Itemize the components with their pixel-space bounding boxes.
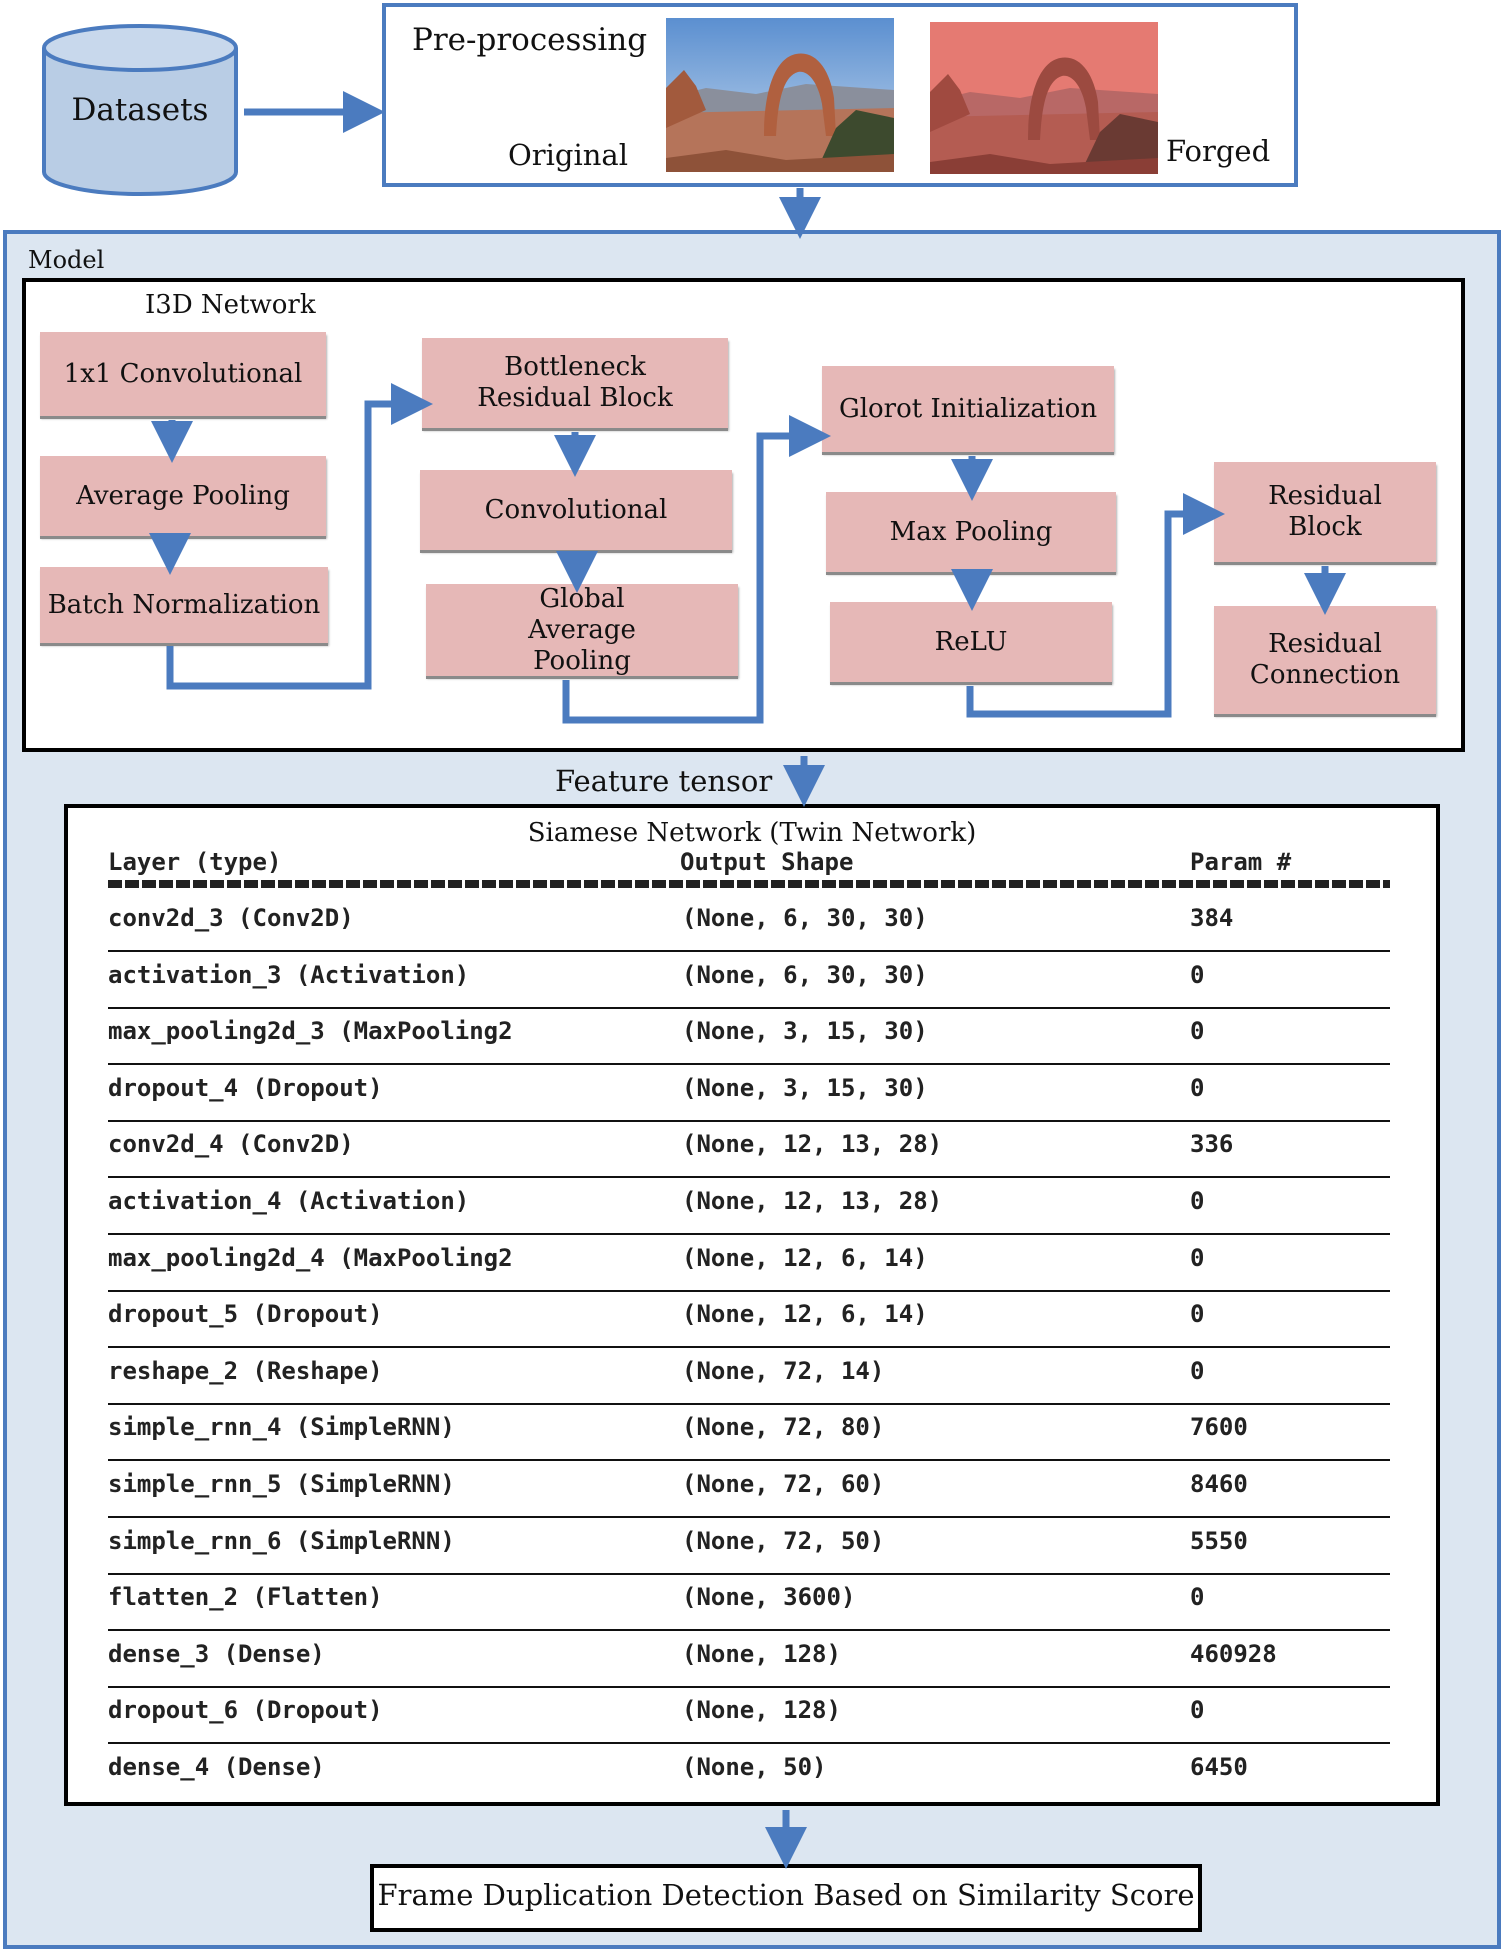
row-param: 384 xyxy=(1190,904,1234,932)
row-param: 7600 xyxy=(1190,1413,1248,1442)
original-label: Original xyxy=(508,138,628,172)
row-output-shape: (None, 3, 15, 30) xyxy=(682,1017,928,1046)
row-divider xyxy=(108,1742,1390,1745)
row-layer: simple_rnn_6 (SimpleRNN) xyxy=(108,1526,455,1555)
forged-label: Forged xyxy=(1166,134,1271,168)
row-layer: dense_3 (Dense) xyxy=(108,1639,325,1668)
siamese-network-box xyxy=(64,804,1440,1806)
row-layer: max_pooling2d_3 (MaxPooling2 xyxy=(108,1017,513,1046)
row-divider xyxy=(108,1516,1390,1518)
row-output-shape: (None, 50) xyxy=(682,1753,827,1781)
node-glorot-initialization: Glorot Initialization xyxy=(822,366,1114,452)
node-relu: ReLU xyxy=(830,602,1112,682)
row-param: 0 xyxy=(1190,1243,1205,1272)
node-1x1-convolutional: 1x1 Convolutional xyxy=(40,332,326,416)
header-param: Param # xyxy=(1190,848,1292,876)
row-divider xyxy=(108,1402,1390,1405)
row-layer: max_pooling2d_4 (MaxPooling2 xyxy=(108,1243,513,1272)
siamese-network-title: Siamese Network (Twin Network) xyxy=(527,818,977,848)
row-divider xyxy=(108,1176,1390,1179)
row-divider xyxy=(108,1459,1390,1462)
row-layer: activation_4 (Activation) xyxy=(108,1187,470,1215)
row-output-shape: (None, 12, 13, 28) xyxy=(682,1130,943,1159)
row-layer: simple_rnn_5 (SimpleRNN) xyxy=(108,1470,455,1498)
row-divider xyxy=(108,1346,1390,1349)
row-param: 5550 xyxy=(1190,1526,1248,1555)
row-output-shape: (None, 12, 6, 14) xyxy=(682,1243,928,1272)
row-param: 0 xyxy=(1190,1300,1205,1329)
node-average-pooling: Average Pooling xyxy=(40,456,326,536)
header-separator xyxy=(108,880,1390,888)
node-batch-normalization: Batch Normalization xyxy=(40,567,328,643)
final-output-label: Frame Duplication Detection Based on Sim… xyxy=(377,1878,1195,1912)
row-divider xyxy=(108,1289,1390,1292)
row-param: 0 xyxy=(1190,1356,1205,1385)
row-output-shape: (None, 72, 50) xyxy=(682,1526,885,1555)
row-divider xyxy=(108,950,1390,952)
row-divider xyxy=(108,1119,1390,1122)
row-param: 0 xyxy=(1190,1696,1205,1725)
row-param: 6450 xyxy=(1190,1753,1248,1781)
row-output-shape: (None, 12, 13, 28) xyxy=(682,1187,943,1215)
row-layer: reshape_2 (Reshape) xyxy=(108,1356,383,1385)
row-param: 0 xyxy=(1190,1073,1205,1102)
node-bottleneck-residual-block: Bottleneck Residual Block xyxy=(422,338,728,428)
original-image xyxy=(666,18,894,172)
row-output-shape: (None, 128) xyxy=(682,1696,841,1725)
row-divider xyxy=(108,1063,1390,1066)
header-layer: Layer (type) xyxy=(108,848,282,876)
node-max-pooling: Max Pooling xyxy=(826,492,1116,572)
row-layer: conv2d_3 (Conv2D) xyxy=(108,904,354,932)
row-divider xyxy=(108,1629,1390,1632)
row-param: 0 xyxy=(1190,960,1205,989)
row-layer: dense_4 (Dense) xyxy=(108,1753,325,1781)
row-layer: simple_rnn_4 (SimpleRNN) xyxy=(108,1413,455,1442)
row-param: 0 xyxy=(1190,1583,1205,1612)
row-layer: conv2d_4 (Conv2D) xyxy=(108,1130,354,1159)
row-output-shape: (None, 3, 15, 30) xyxy=(682,1073,928,1102)
row-layer: activation_3 (Activation) xyxy=(108,960,470,989)
row-param: 0 xyxy=(1190,1187,1205,1215)
row-output-shape: (None, 72, 14) xyxy=(682,1356,885,1385)
forged-image xyxy=(930,22,1158,174)
row-output-shape: (None, 72, 60) xyxy=(682,1470,885,1498)
row-output-shape: (None, 3600) xyxy=(682,1583,856,1612)
row-divider xyxy=(108,1006,1390,1009)
row-output-shape: (None, 72, 80) xyxy=(682,1413,885,1442)
row-output-shape: (None, 12, 6, 14) xyxy=(682,1300,928,1329)
header-output-shape: Output Shape xyxy=(680,848,854,876)
node-convolutional: Convolutional xyxy=(420,470,732,550)
feature-tensor-label: Feature tensor xyxy=(555,764,773,798)
final-output-box xyxy=(370,1864,1202,1932)
row-param: 460928 xyxy=(1190,1639,1277,1668)
node-global-average-pooling: Global Average Pooling xyxy=(426,584,738,676)
row-layer: flatten_2 (Flatten) xyxy=(108,1583,383,1612)
row-param: 8460 xyxy=(1190,1470,1248,1498)
row-param: 336 xyxy=(1190,1130,1234,1159)
model-label: Model xyxy=(28,246,105,274)
row-layer: dropout_5 (Dropout) xyxy=(108,1300,383,1329)
i3d-network-label: I3D Network xyxy=(145,290,316,320)
preprocessing-title: Pre-processing xyxy=(412,22,648,58)
row-divider xyxy=(108,1233,1390,1235)
row-param: 0 xyxy=(1190,1017,1205,1046)
row-divider xyxy=(108,1685,1390,1688)
row-layer: dropout_4 (Dropout) xyxy=(108,1073,383,1102)
row-layer: dropout_6 (Dropout) xyxy=(108,1696,383,1725)
row-output-shape: (None, 6, 30, 30) xyxy=(682,960,928,989)
datasets-cylinder xyxy=(42,24,238,196)
row-output-shape: (None, 6, 30, 30) xyxy=(682,904,928,932)
node-residual-connection: Residual Connection xyxy=(1214,606,1436,714)
node-residual-block: Residual Block xyxy=(1214,462,1436,562)
row-divider xyxy=(108,1572,1390,1575)
row-output-shape: (None, 128) xyxy=(682,1639,841,1668)
datasets-label: Datasets xyxy=(71,92,209,128)
